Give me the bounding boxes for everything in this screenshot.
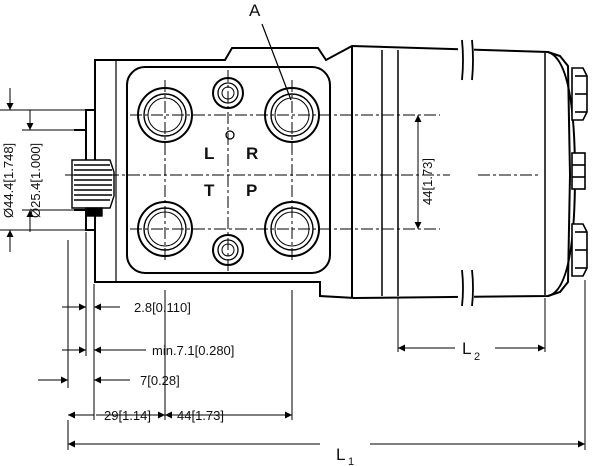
dim-lines-bottom (38, 232, 586, 450)
length-l2-subscript: 2 (474, 351, 480, 363)
dim-d3: 7[0.28] (140, 373, 180, 388)
center-pin (225, 130, 235, 140)
dim-d1: 2.8[0.110] (134, 300, 191, 315)
dim-outer-diameter: Ø44.4[1.748] (1, 143, 16, 218)
center-lines (65, 70, 540, 272)
cylinder-lines (351, 46, 546, 298)
dim-d2: min.7.1[0.280] (152, 343, 234, 358)
port-label-right: R (246, 144, 258, 163)
length-l1-subscript: 1 (348, 456, 354, 466)
motor-housing (94, 44, 572, 300)
length-l2-main: L (462, 339, 471, 358)
port-label-tank: T (204, 181, 215, 200)
port-label-pressure: P (246, 181, 257, 200)
length-l1-main: L (336, 445, 345, 464)
dim-d4: 29[1.14] (104, 408, 151, 423)
port-label-left: L (204, 144, 214, 163)
length-l1: L 1 (336, 445, 354, 466)
valve-plate (126, 66, 331, 274)
mounting-nuts (571, 67, 588, 277)
break-lines (458, 36, 474, 308)
splined-shaft (71, 159, 115, 217)
dim-d5: 44[1.73] (177, 408, 224, 423)
dim-lines-left (0, 88, 92, 252)
length-l2: L 2 (462, 339, 480, 363)
callout-letter: A (249, 1, 261, 20)
dim-inner-diameter: Ø25.4[1.000] (28, 143, 43, 218)
dim-port-vertical: 44[1.73] (420, 158, 435, 205)
callout-leader (261, 23, 292, 101)
